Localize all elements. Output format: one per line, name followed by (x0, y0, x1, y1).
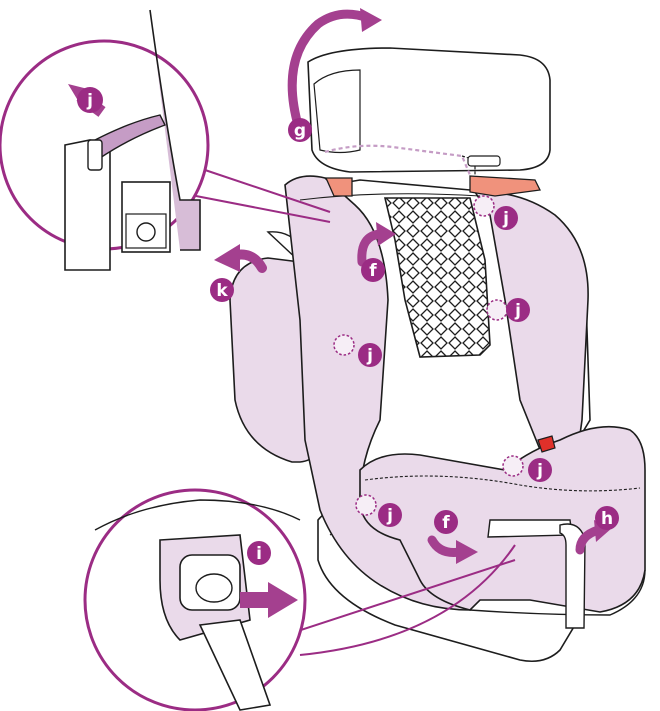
badge-k: k (210, 278, 234, 302)
badge-h: h (595, 506, 619, 530)
badge-letter: j (386, 506, 393, 526)
clip-marker-5 (356, 495, 376, 515)
badge-f-upper: f (361, 258, 385, 282)
badge-letter: f (442, 513, 450, 533)
badge-letter: j (86, 91, 93, 111)
badge-letter: j (536, 461, 543, 481)
badge-j-4: j (528, 458, 552, 482)
badge-j-zoom: j (77, 87, 103, 113)
badge-letter: j (366, 346, 373, 366)
badge-letter: i (256, 544, 262, 564)
clip-marker-4 (503, 456, 523, 476)
badge-letter: h (601, 509, 613, 529)
badge-letter: j (514, 301, 521, 321)
badge-g: g (288, 118, 312, 142)
badge-letter: g (294, 121, 306, 141)
badge-f-lower: f (434, 510, 458, 534)
headrest (308, 48, 550, 196)
badge-j-3: j (358, 343, 382, 367)
badge-letter: f (369, 261, 377, 281)
badge-letter: k (216, 281, 228, 301)
badge-j-1: j (494, 206, 518, 230)
clip-marker-1 (474, 196, 494, 216)
badge-j-5: j (378, 503, 402, 527)
badge-letter: j (502, 209, 509, 229)
zoom-callout-top (0, 10, 330, 270)
badge-j-2: j (506, 298, 530, 322)
clip-marker-2 (487, 300, 507, 320)
badge-i: i (247, 541, 271, 565)
clip-marker-3 (334, 335, 354, 355)
headrest-clip-right (470, 176, 540, 196)
